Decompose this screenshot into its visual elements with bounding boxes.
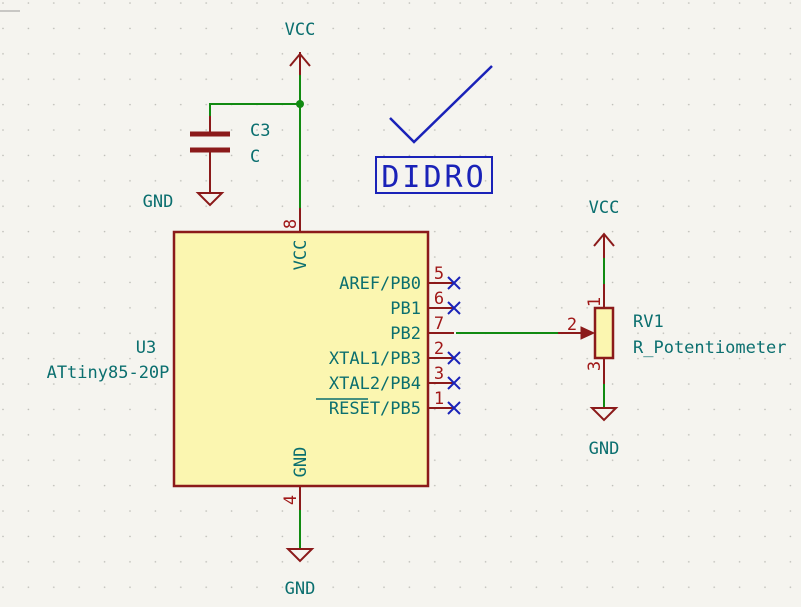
- mcu-pin-name: AREF/PB0: [339, 274, 421, 294]
- no-connect-icon: [447, 301, 461, 315]
- gnd-symbol-pot: [589, 407, 619, 422]
- no-connect-icon: [447, 376, 461, 390]
- capacitor-ref: C3: [250, 121, 270, 141]
- checkmark-icon: [389, 65, 493, 144]
- mcu-gnd-pin-number: 4: [281, 495, 301, 505]
- mcu-right-pins: 5AREF/PB06PB17PB22XTAL1/PB33XTAL2/PB41RE…: [316, 264, 461, 419]
- wire-vcc-to-cap[interactable]: [209, 103, 300, 116]
- pot-top-pin-number: 1: [585, 297, 605, 307]
- mcu-pin-number: 5: [434, 264, 444, 284]
- mcu-pin-name: PB2: [390, 324, 421, 344]
- capacitor-value: C: [250, 147, 260, 167]
- mcu-ref: U3: [136, 338, 156, 358]
- gnd-label-cap: GND: [143, 192, 174, 212]
- pot-wiper-pin-number: 2: [567, 315, 577, 335]
- annotation-text: DIDRO: [381, 160, 486, 195]
- mcu-pin-number: 6: [434, 289, 444, 309]
- mcu-pin-name: XTAL1/PB3: [329, 349, 421, 369]
- gnd-label-bottom: GND: [285, 579, 316, 599]
- junction-dot: [296, 100, 304, 108]
- gnd-symbol-cap: [195, 192, 225, 207]
- mcu-pin-number: 3: [434, 364, 444, 384]
- no-connect-icon: [447, 351, 461, 365]
- vcc-power-symbol-top[interactable]: VCC: [285, 20, 316, 75]
- mcu-pin-name: PB1: [390, 299, 421, 319]
- vcc-symbol-pot: [593, 232, 615, 247]
- potentiometer-rv1[interactable]: VCC 1 2 3 GND RV1 R_Potentiometer: [558, 198, 787, 459]
- pot-ref: RV1: [633, 312, 664, 332]
- mcu-pin-number: 2: [434, 339, 444, 359]
- vcc-label-pot: VCC: [589, 198, 620, 218]
- mcu-pin-name: XTAL2/PB4: [329, 374, 421, 394]
- no-connect-icon: [447, 276, 461, 290]
- capacitor-c3[interactable]: C3 C GND: [143, 116, 271, 212]
- vcc-label-top: VCC: [285, 20, 316, 40]
- pot-wiper-arrow: [580, 326, 596, 340]
- annotation-box: [375, 156, 493, 194]
- pot-body[interactable]: [593, 306, 615, 360]
- pot-value: R_Potentiometer: [633, 338, 787, 358]
- mcu-u3[interactable]: 8 VCC 4 GND U3 ATtiny85-20P 5AREF/PB06PB…: [47, 208, 461, 510]
- gnd-label-pot: GND: [589, 439, 620, 459]
- gnd-power-symbol-bottom[interactable]: GND: [285, 510, 316, 599]
- mcu-pin-name: RESET/PB5: [329, 399, 421, 419]
- mcu-pin-number: 7: [434, 314, 444, 334]
- mcu-pin-number: 1: [434, 389, 444, 409]
- pot-bottom-pin-number: 3: [585, 361, 605, 371]
- mcu-vcc-pin-number: 8: [281, 219, 301, 229]
- mcu-vcc-pin-name: VCC: [291, 240, 311, 271]
- mcu-gnd-pin-name: GND: [291, 447, 311, 478]
- didro-annotation[interactable]: DIDRO: [375, 65, 493, 195]
- no-connect-icon: [447, 401, 461, 415]
- mcu-value: ATtiny85-20P: [47, 363, 170, 383]
